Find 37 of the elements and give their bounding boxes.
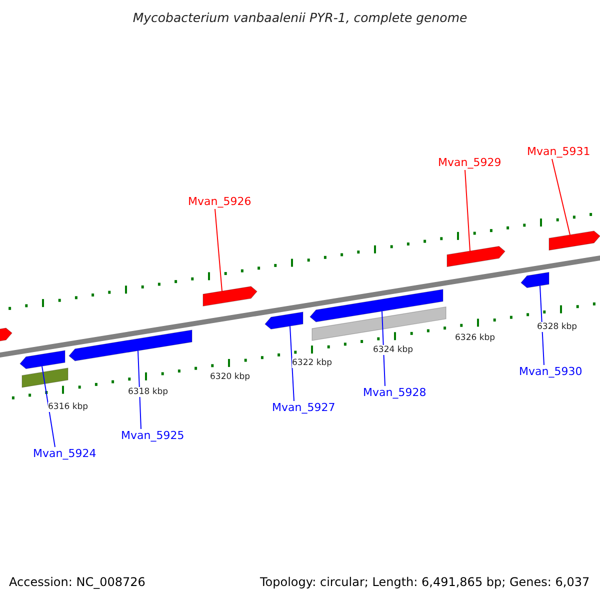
gene-block bbox=[310, 289, 444, 322]
leader-line bbox=[214, 208, 222, 292]
gene-label: Mvan_5929 bbox=[438, 156, 502, 169]
leader-line bbox=[382, 310, 386, 386]
scale-label: 6328 kbp bbox=[537, 322, 578, 332]
feature-bar bbox=[312, 306, 446, 341]
scale-label: 6322 kbp bbox=[292, 358, 332, 368]
scale-label: 6320 kbp bbox=[210, 372, 250, 382]
gene-label: Mvan_5927 bbox=[272, 401, 336, 414]
gene-label: Mvan_5926 bbox=[188, 195, 252, 208]
gene-block bbox=[202, 286, 258, 307]
page-title: Mycobacterium vanbaalenii PYR-1, complete genome bbox=[132, 10, 468, 25]
scale-label: 6324 kbp bbox=[373, 345, 414, 355]
leader-line bbox=[42, 366, 56, 448]
gene-block bbox=[20, 350, 66, 370]
scale-label: 6318 kbp bbox=[128, 387, 168, 397]
leader-line bbox=[290, 326, 294, 402]
gene-block bbox=[68, 330, 192, 362]
gene-label: Mvan_5928 bbox=[363, 386, 426, 399]
leader-line bbox=[138, 350, 142, 430]
gene-block bbox=[264, 312, 304, 330]
gene-block bbox=[548, 230, 600, 251]
scale-label: 6316 kbp bbox=[48, 402, 88, 412]
gene-label: Mvan_5925 bbox=[121, 429, 184, 442]
leader-line bbox=[540, 285, 544, 366]
gene-block bbox=[446, 246, 506, 268]
leader-line bbox=[552, 158, 570, 236]
genome-info-text: Topology: circular; Length: 6,491,865 bp; Genes: 6,037 bbox=[260, 575, 590, 589]
scale-label: 6326 kbp bbox=[455, 333, 496, 343]
accession-text: Accession: NC_008726 bbox=[9, 575, 146, 589]
leader-line bbox=[464, 170, 470, 252]
gene-block bbox=[0, 328, 12, 344]
gene-label: Mvan_5924 bbox=[33, 447, 96, 460]
gene-label: Mvan_5930 bbox=[519, 365, 582, 378]
feature-bar bbox=[22, 368, 68, 388]
gene-block bbox=[520, 272, 550, 288]
gene-label: Mvan_5931 bbox=[527, 145, 590, 158]
